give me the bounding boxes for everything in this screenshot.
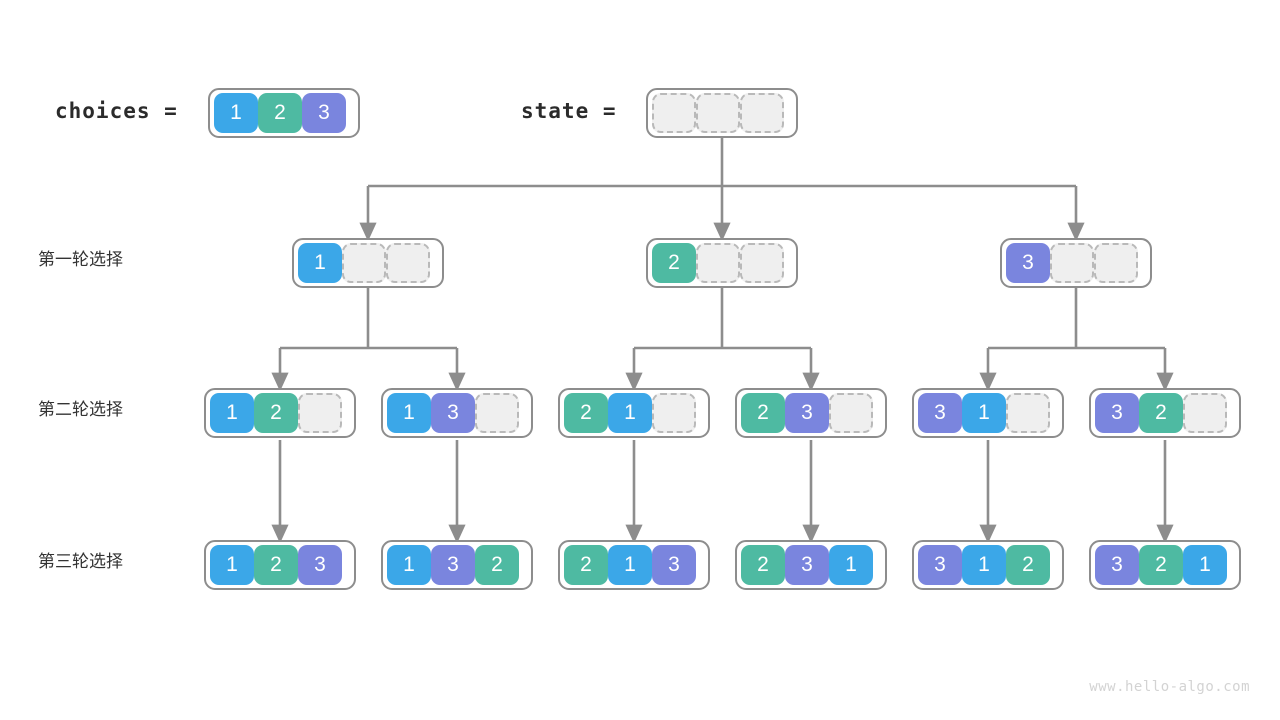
array-cell-empty: [386, 243, 430, 283]
array-cell-value: 3: [785, 393, 829, 433]
choices-label: choices =: [55, 99, 178, 123]
array-cell-empty: [652, 393, 696, 433]
array-cell-value: 3: [918, 393, 962, 433]
array-cell-empty: [342, 243, 386, 283]
array-cell-value: 3: [785, 545, 829, 585]
array-cell-value: 1: [298, 243, 342, 283]
array-cell-empty: [696, 93, 740, 133]
array-cell-value: 2: [564, 545, 608, 585]
state-array: [646, 88, 798, 138]
array-cell-value: 3: [1006, 243, 1050, 283]
array-cell-value: 1: [829, 545, 873, 585]
array-cell-value: 3: [431, 545, 475, 585]
array-cell-value: 1: [608, 545, 652, 585]
array-cell-value: 2: [1139, 393, 1183, 433]
array-cell-value: 1: [214, 93, 258, 133]
array-cell-value: 2: [741, 545, 785, 585]
array-cell-value: 1: [387, 545, 431, 585]
array-cell-value: 2: [475, 545, 519, 585]
array-cell-value: 1: [210, 545, 254, 585]
array-cell-empty: [696, 243, 740, 283]
array-cell-empty: [1094, 243, 1138, 283]
array-cell-value: 1: [608, 393, 652, 433]
array-cell-value: 2: [254, 393, 298, 433]
tree-node-l1-1: 1: [292, 238, 444, 288]
array-cell-value: 1: [962, 545, 1006, 585]
array-cell-value: 3: [918, 545, 962, 585]
array-cell-value: 3: [652, 545, 696, 585]
array-cell-value: 2: [564, 393, 608, 433]
array-cell-empty: [475, 393, 519, 433]
array-cell-empty: [829, 393, 873, 433]
array-cell-empty: [1006, 393, 1050, 433]
array-cell-value: 3: [1095, 545, 1139, 585]
array-cell-value: 1: [210, 393, 254, 433]
array-cell-value: 1: [962, 393, 1006, 433]
array-cell-value: 2: [254, 545, 298, 585]
tree-node-l1-2: 2: [646, 238, 798, 288]
array-cell-value: 2: [652, 243, 696, 283]
array-cell-value: 3: [1095, 393, 1139, 433]
row-caption-2: 第二轮选择: [38, 400, 123, 419]
array-cell-empty: [652, 93, 696, 133]
array-cell-value: 2: [258, 93, 302, 133]
array-cell-value: 3: [431, 393, 475, 433]
array-cell-value: 2: [1006, 545, 1050, 585]
row-caption-1: 第一轮选择: [38, 250, 123, 269]
watermark: www.hello-algo.com: [1089, 679, 1250, 695]
array-cell-empty: [1183, 393, 1227, 433]
array-cell-value: 2: [741, 393, 785, 433]
state-label: state =: [521, 99, 617, 123]
array-cell-value: 3: [302, 93, 346, 133]
tree-node-l1-3: 3: [1000, 238, 1152, 288]
array-cell-empty: [740, 93, 784, 133]
array-cell-value: 1: [387, 393, 431, 433]
array-cell-empty: [298, 393, 342, 433]
array-cell-value: 1: [1183, 545, 1227, 585]
array-cell-value: 2: [1139, 545, 1183, 585]
row-caption-3: 第三轮选择: [38, 552, 123, 571]
array-cell-empty: [1050, 243, 1094, 283]
array-cell-empty: [740, 243, 784, 283]
array-cell-value: 3: [298, 545, 342, 585]
